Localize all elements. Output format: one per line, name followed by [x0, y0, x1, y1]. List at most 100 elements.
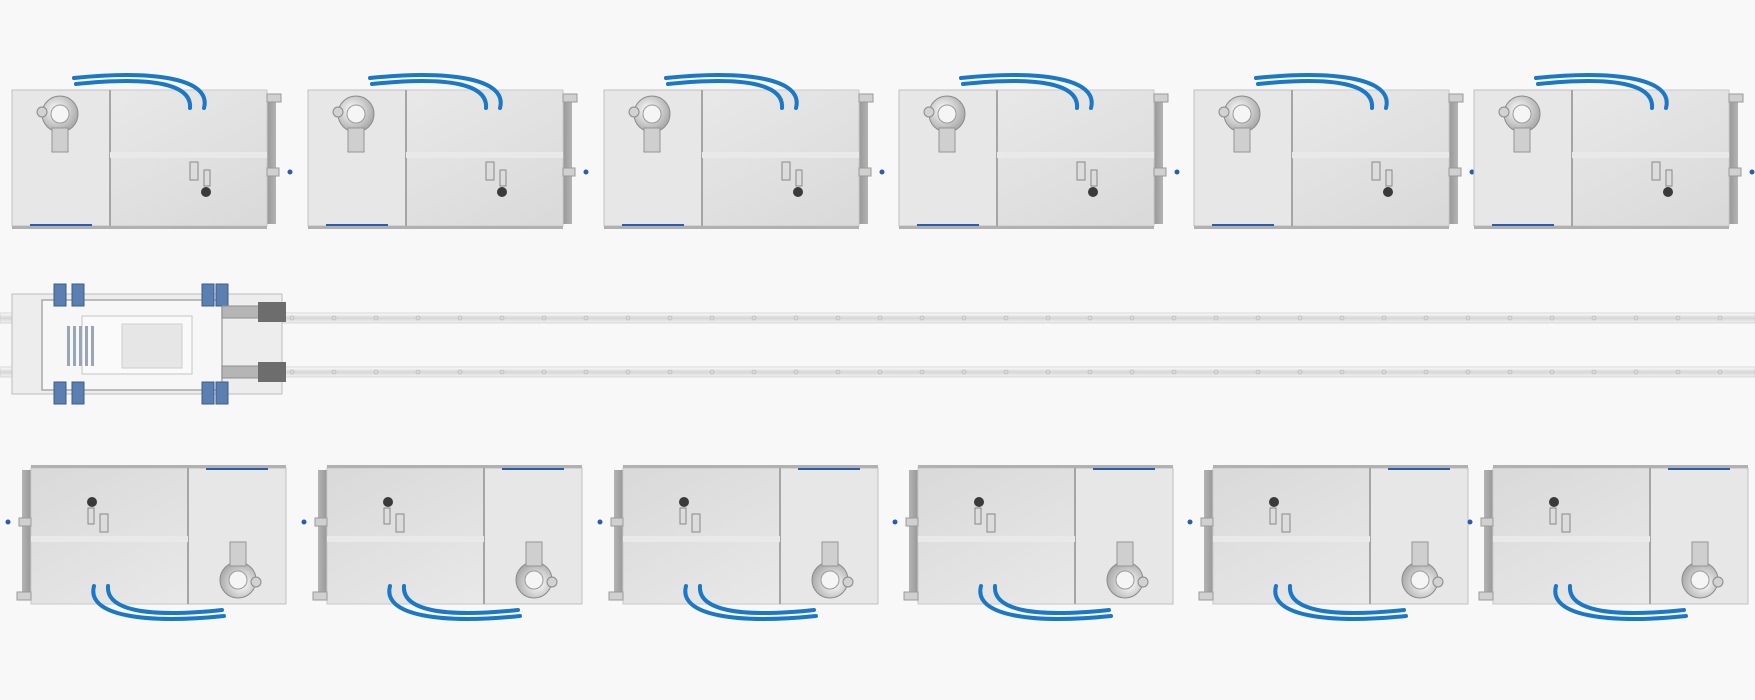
pipeline	[0, 366, 1755, 378]
valve-b	[795, 169, 803, 187]
pump-cap	[937, 104, 957, 124]
tank-band	[1213, 536, 1370, 542]
pump-motor	[229, 541, 247, 567]
pump-cap	[228, 570, 248, 590]
tank-rail	[1493, 465, 1748, 468]
tank-band	[1292, 152, 1449, 158]
pipe-joint	[1633, 315, 1639, 321]
pipe-joint	[331, 369, 337, 375]
fitting-mid	[314, 517, 328, 527]
flange-bottom	[53, 381, 67, 405]
pipe-joint	[583, 369, 589, 375]
sensor-dot	[1469, 169, 1475, 175]
pump-motor	[347, 127, 365, 153]
manifold-valve	[79, 326, 82, 366]
valve-knob	[1383, 187, 1393, 197]
tank-module	[898, 73, 1180, 229]
hose-inner	[1536, 79, 1655, 110]
pipe-joint	[835, 369, 841, 375]
tank-module	[11, 73, 293, 229]
pump-cap	[50, 104, 70, 124]
tank-band	[110, 152, 267, 158]
valve-b	[203, 169, 211, 187]
hose-inner	[1287, 584, 1406, 615]
pump-motor	[1116, 541, 1134, 567]
tank-module	[1193, 73, 1475, 229]
pipe-joint	[1717, 369, 1723, 375]
valve-b	[974, 507, 982, 525]
valve-a	[99, 513, 109, 533]
pump-motor	[1691, 541, 1709, 567]
tank-module	[5, 465, 287, 621]
pipe-joint	[331, 315, 337, 321]
pipe-joint	[1255, 369, 1261, 375]
manifold-frame	[11, 283, 286, 405]
tank-module	[1187, 465, 1469, 621]
sensor-dot	[301, 519, 307, 525]
fitting-mid	[1728, 167, 1742, 177]
hose-outer	[664, 73, 799, 110]
pipe-joint	[667, 315, 673, 321]
pipe-joint	[1591, 369, 1597, 375]
pipe-joint	[709, 315, 715, 321]
pipe-joint	[1507, 369, 1513, 375]
pipe-joint	[1675, 369, 1681, 375]
fitting-top	[312, 591, 328, 601]
connector-upper	[258, 302, 286, 322]
fitting-mid	[18, 517, 32, 527]
manifold-station	[11, 283, 286, 405]
valve-knob	[383, 497, 393, 507]
pipe-joint	[583, 315, 589, 321]
flange-bottom	[215, 381, 229, 405]
pipe-joint	[1129, 315, 1135, 321]
pipe-joint	[1297, 369, 1303, 375]
sensor-dot	[5, 519, 11, 525]
pipe-joint	[1171, 315, 1177, 321]
tank-rail	[899, 226, 1154, 229]
pump-inlet	[1498, 106, 1510, 118]
tank-rail	[1213, 465, 1468, 468]
pump-cap	[1115, 570, 1135, 590]
pipe-joint	[835, 315, 841, 321]
fitting-mid	[562, 167, 576, 177]
tank-rail	[12, 226, 267, 229]
pump-cap	[820, 570, 840, 590]
tank-module	[307, 73, 589, 229]
fitting-top	[266, 93, 282, 103]
fitting-top	[1478, 591, 1494, 601]
pipe-joint	[1171, 369, 1177, 375]
tank-band	[1572, 152, 1729, 158]
pipe-joint	[1507, 315, 1513, 321]
pump-inlet	[332, 106, 344, 118]
pipe-joint	[793, 315, 799, 321]
pump-inlet	[250, 576, 262, 588]
sensor-dot	[892, 519, 898, 525]
pump-motor	[643, 127, 661, 153]
flange-bottom	[201, 381, 215, 405]
pipe-joint	[1129, 369, 1135, 375]
tank-row-top	[11, 73, 1755, 229]
pipe-joint	[1549, 369, 1555, 375]
valve-a	[781, 161, 791, 181]
pump-cap	[642, 104, 662, 124]
fitting-top	[1153, 93, 1169, 103]
hose-inner	[401, 584, 520, 615]
pump-cap	[524, 570, 544, 590]
hose-outer	[387, 584, 522, 621]
fitting-mid	[266, 167, 280, 177]
valve-knob	[974, 497, 984, 507]
fitting-mid	[1200, 517, 1214, 527]
tank-rail	[1474, 226, 1729, 229]
pipe-joint	[1465, 315, 1471, 321]
valve-knob	[1663, 187, 1673, 197]
tank-band	[327, 536, 484, 542]
flange-top	[71, 283, 85, 307]
valve-b	[1549, 507, 1557, 525]
tank-rail	[623, 465, 878, 468]
tank-rail	[31, 465, 286, 468]
pipe-joint	[499, 315, 505, 321]
pipe-joint	[1423, 315, 1429, 321]
manifold-valve	[91, 326, 94, 366]
sensor-dot	[1187, 519, 1193, 525]
tank-rail	[1194, 226, 1449, 229]
